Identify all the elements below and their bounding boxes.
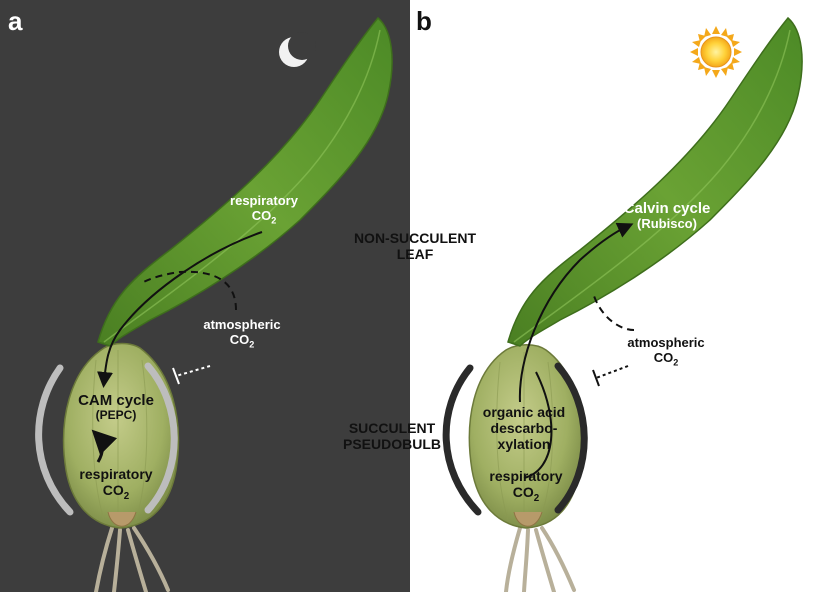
panel-b-internal-arrow [523, 371, 553, 479]
panel-a-respiratory-bottom-text: respiratory [79, 466, 153, 482]
pseudobulb-text: PSEUDOBULB [342, 436, 441, 453]
panel-a-respiratory-top-text: respiratory [230, 193, 298, 208]
panel-a-right-bracket [144, 362, 178, 514]
panel-b-atmospheric-text: atmospheric [627, 335, 705, 350]
panel-a-atmospheric-text: atmospheric [203, 317, 281, 332]
panel-a-plant [35, 16, 393, 592]
succulent-text: SUCCULENT [348, 420, 436, 436]
panel-b-letter: b [416, 6, 432, 36]
panel-b-organic-acid-text: organic acid [482, 404, 566, 420]
panel-a-cam-cycle-text: CAM cycle [78, 392, 154, 409]
panel-a-respiratory-co2-label: respiratory CO2 [220, 193, 308, 226]
panel-a-letter: a [8, 6, 23, 36]
panel-a-respiratory-arrow [97, 231, 263, 388]
panel-a-respiratory-bottom-label: respiratory CO2 [64, 466, 168, 502]
panel-b-respiratory-text: respiratory [489, 468, 563, 484]
panel-b-respiratory-co2: CO2 [512, 484, 540, 504]
panel-a-blocked-line [175, 365, 211, 377]
panel-b-leaf [507, 16, 803, 347]
panel-b-roots [504, 526, 576, 592]
panel-a-respiratory-top-co2: CO2 [251, 207, 277, 226]
panel-a-atmospheric-arrow [139, 270, 237, 311]
moon-icon [279, 32, 316, 67]
panel-b-descarbo-text: descarbo- [490, 420, 558, 437]
panel-b-atmospheric-co2-label: atmospheric CO2 [620, 335, 712, 368]
panel-a-left-bracket [35, 364, 74, 516]
panel-b-decarboxylation-arrow [518, 222, 634, 403]
panel-b-left-bracket [442, 364, 482, 516]
panel-b-rubisco-text: (Rubisco) [637, 216, 697, 232]
panel-a-pepc-text: (PEPC) [95, 408, 137, 423]
panel-b-atmospheric-co2: CO2 [653, 349, 679, 368]
non-succulent-text: NON-SUCCULENT [353, 230, 477, 246]
panel-a-internal-arrow [91, 429, 118, 463]
panel-b-atmospheric-arrow [593, 295, 635, 331]
panel-b-respiratory-label: respiratory CO2 [474, 468, 578, 504]
panel-a-leaf [97, 16, 393, 347]
succulent-pseudobulb-label: SUCCULENT PSEUDOBULB [332, 420, 452, 452]
panel-a-cam-cycle-label: CAM cycle (PEPC) [66, 392, 166, 423]
non-succulent-leaf-label: NON-SUCCULENT LEAF [340, 230, 490, 262]
panel-a-roots [94, 526, 170, 592]
panel-b-calvin-cycle-text: Calvin cycle [623, 200, 711, 217]
panel-a-atmospheric-co2-label: atmospheric CO2 [196, 317, 288, 350]
panel-b-decarboxylation-label: organic acid descarbo- xylation [472, 404, 576, 452]
panel-a-atmospheric-co2: CO2 [229, 331, 255, 350]
panel-b-right-bracket [554, 362, 588, 514]
sun-icon [690, 26, 742, 78]
panel-a-respiratory-bottom-co2: CO2 [102, 482, 130, 502]
panel-b-plant [442, 16, 803, 592]
panel-b-calvin-cycle-label: Calvin cycle (Rubisco) [612, 200, 722, 232]
panel-a-pseudobulb [62, 342, 180, 529]
leaf-text: LEAF [396, 246, 434, 263]
panel-b-xylation-text: xylation [497, 436, 551, 453]
